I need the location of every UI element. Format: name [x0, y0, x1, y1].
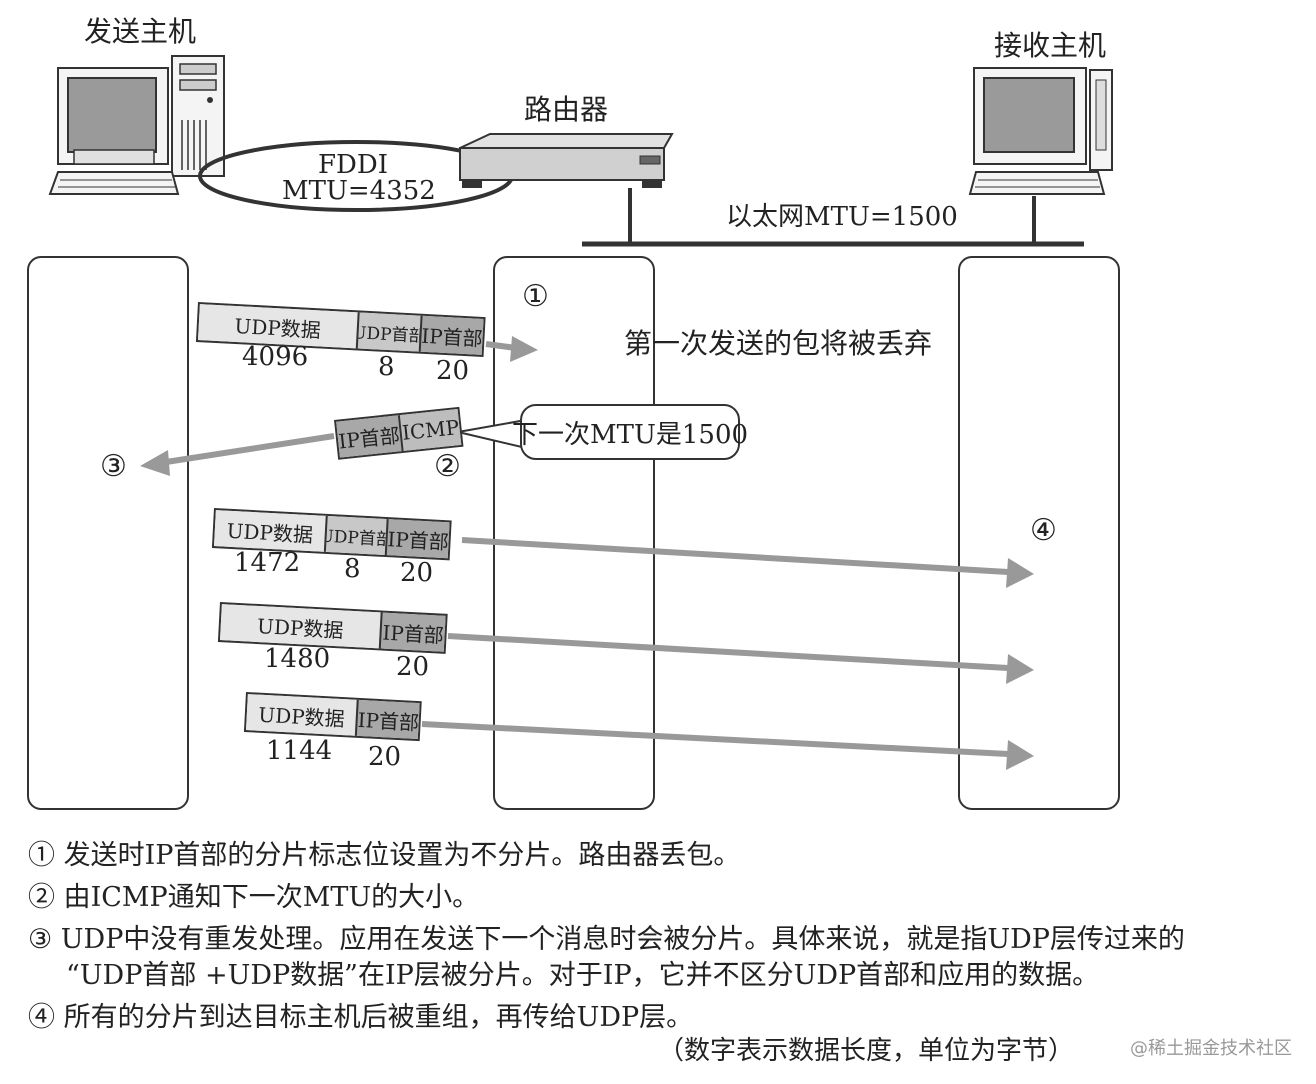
- sender-computer-icon: [48, 55, 225, 195]
- packet-1-data-size: 4096: [242, 342, 309, 372]
- fragment-3-data-size: 1144: [266, 736, 333, 766]
- icmp-cell: ICMP: [397, 409, 462, 452]
- router-icon: [459, 133, 674, 188]
- note-4: ④ 所有的分片到达目标主机后被重组，再传给UDP层。: [28, 1002, 694, 1033]
- step2-marker: ②: [434, 449, 461, 484]
- step1-marker: ①: [522, 279, 549, 314]
- ip-header-cell: IP首部: [418, 315, 484, 355]
- note-3-continued: “UDP首部 +UDP数据”在IP层被分片。对于IP，它并不区分UDP首部和应用…: [66, 960, 1100, 991]
- next-mtu-bubble: 下一次MTU是1500: [512, 404, 748, 460]
- ip-header-cell: IP首部: [355, 699, 420, 740]
- fragment-1-ip-size: 20: [400, 558, 434, 588]
- udp-data-cell: UDP数据: [246, 694, 358, 736]
- sender-pane: [27, 256, 189, 810]
- fragment-1-udp-size: 8: [344, 554, 361, 584]
- receiver-pane: [958, 256, 1120, 810]
- step3-marker: ③: [100, 449, 127, 484]
- fragment-1-data-size: 1472: [234, 548, 301, 578]
- ip-header-cell: IP首部: [378, 612, 446, 652]
- step4-marker: ④: [1030, 513, 1057, 548]
- note-1: ① 发送时IP首部的分片标志位设置为不分片。路由器丢包。: [28, 840, 741, 871]
- receiver-computer-icon: [968, 67, 1113, 195]
- udp-header-cell: UDP首部: [355, 312, 421, 352]
- packet-1-udp-size: 8: [378, 352, 395, 382]
- receiver-label: 接收主机: [994, 29, 1107, 62]
- footnote: （数字表示数据长度，单位为字节）: [658, 1036, 1075, 1066]
- fddi-mtu-label: MTU=4352: [282, 176, 436, 206]
- discard-label: 第一次发送的包将被丢弃: [624, 327, 933, 360]
- ethernet-label: 以太网MTU=1500: [726, 202, 958, 232]
- fragment-3-ip-size: 20: [368, 742, 402, 772]
- fddi-label: FDDI: [318, 150, 389, 180]
- udp-header-cell: UDP首部: [323, 515, 387, 556]
- udp-data-cell: UDP数据: [220, 604, 381, 649]
- fragment-2-data-size: 1480: [264, 644, 331, 674]
- packet-1-ip-size: 20: [436, 356, 470, 386]
- udp-data-cell: UDP数据: [214, 510, 326, 552]
- note-3: ③ UDP中没有重发处理。应用在发送下一个消息时会被分片。具体来说，就是指UDP…: [28, 924, 1185, 955]
- watermark: @稀土掘金技术社区: [1130, 1038, 1292, 1059]
- icmp-ip-header-cell: IP首部: [336, 415, 402, 458]
- note-2: ② 由ICMP通知下一次MTU的大小。: [28, 882, 480, 913]
- router-label: 路由器: [524, 93, 609, 126]
- ip-header-cell: IP首部: [384, 519, 450, 559]
- fragment-2-ip-size: 20: [396, 652, 430, 682]
- sender-label: 发送主机: [84, 15, 197, 48]
